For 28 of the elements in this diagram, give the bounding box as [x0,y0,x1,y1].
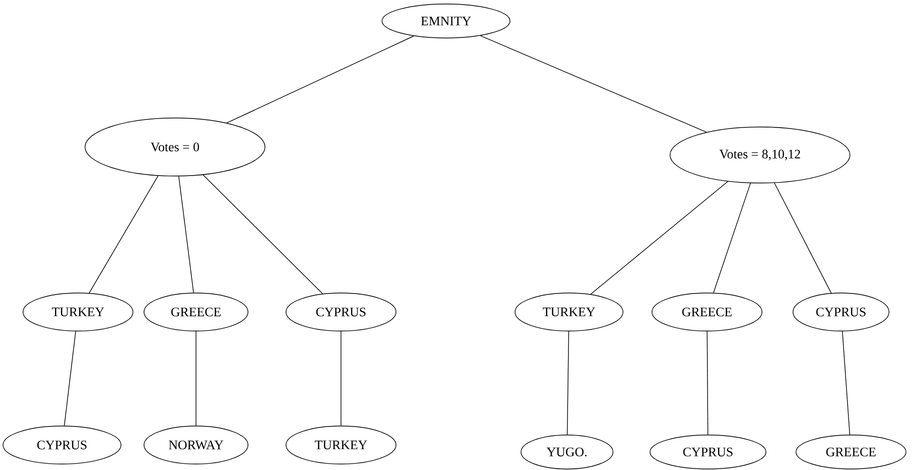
connector-line [226,36,414,124]
connector-line [566,331,570,435]
ellipse-node: GREECE [144,292,248,332]
connector-line [706,331,708,435]
connector-line [64,330,76,426]
connector-line [178,176,194,294]
connector-line [88,175,158,294]
ellipse-node: YUGO. [520,434,614,470]
connector-line [774,182,832,294]
ellipse-node: CYPRUS [650,434,766,470]
ellipse-node: TURKEY [286,426,396,464]
ellipse-node: CYPRUS [286,292,396,332]
ellipse-node: Votes = 0 [84,118,266,176]
ellipse-node: EMNITY [382,4,510,38]
connector-line [340,331,342,426]
connector-line [480,35,707,132]
connector-line [842,330,850,435]
ellipse-node: GREECE [652,292,762,332]
connector-line [590,181,728,295]
ellipse-node: TURKEY [22,292,134,332]
ellipse-node: Votes = 8,10,12 [670,126,850,184]
connector-line [713,182,751,294]
ellipse-node: CYPRUS [792,292,890,332]
ellipse-node: NORWAY [144,426,248,464]
ellipse-node: GREECE [796,434,906,470]
connector-line [202,174,323,294]
ellipse-node: TURKEY [514,292,624,332]
ellipse-node: CYPRUS [2,426,122,464]
